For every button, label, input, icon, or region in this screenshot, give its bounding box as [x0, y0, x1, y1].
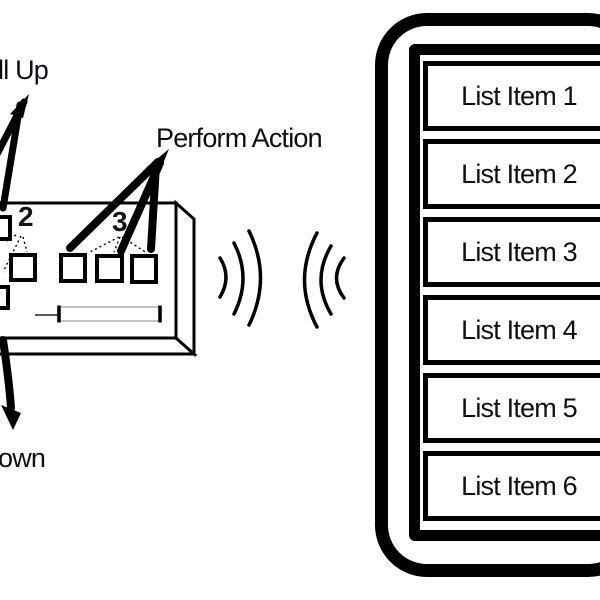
perform-action-arrow [66, 149, 169, 255]
leader-2-to-lower-button [2, 235, 22, 273]
dotted-leaders [2, 234, 148, 273]
button-count-2-label: 2 [18, 201, 34, 232]
list-item: List Item 2 [423, 139, 600, 209]
device-button-scroll-up [0, 215, 12, 241]
leader-3-to-button-2 [87, 236, 120, 254]
list-item: List Item 4 [423, 295, 600, 365]
scroll-up-arrow [0, 94, 29, 212]
scroll-up-label: ll Up [0, 55, 49, 85]
list-item: List Item 1 [423, 61, 600, 131]
radio-waves-right-icon [218, 229, 263, 327]
device-button-scroll-down [0, 285, 10, 310]
device-button-4 [130, 254, 158, 284]
annotation-arrows [0, 94, 169, 430]
radio-waves-left-icon [302, 231, 346, 329]
device-bottom-face [0, 336, 198, 356]
list-item: List Item 5 [423, 373, 600, 443]
scroll-down-label: own [0, 443, 46, 473]
leader-2-to-upper-button [6, 234, 17, 242]
perform-action-label: Perform Action [156, 123, 323, 153]
device-button-2 [59, 253, 87, 283]
device-right-face [174, 199, 196, 358]
device-button-3 [95, 254, 124, 283]
list-item: List Item 6 [423, 451, 600, 521]
list-item: List Item 3 [423, 217, 600, 287]
remote-device [0, 199, 198, 358]
button-count-3-label: 3 [112, 206, 128, 237]
scroll-down-arrow [0, 336, 21, 430]
device-slider [35, 305, 162, 323]
signal-waves-icon [218, 229, 346, 329]
device-button-1 [9, 253, 37, 282]
